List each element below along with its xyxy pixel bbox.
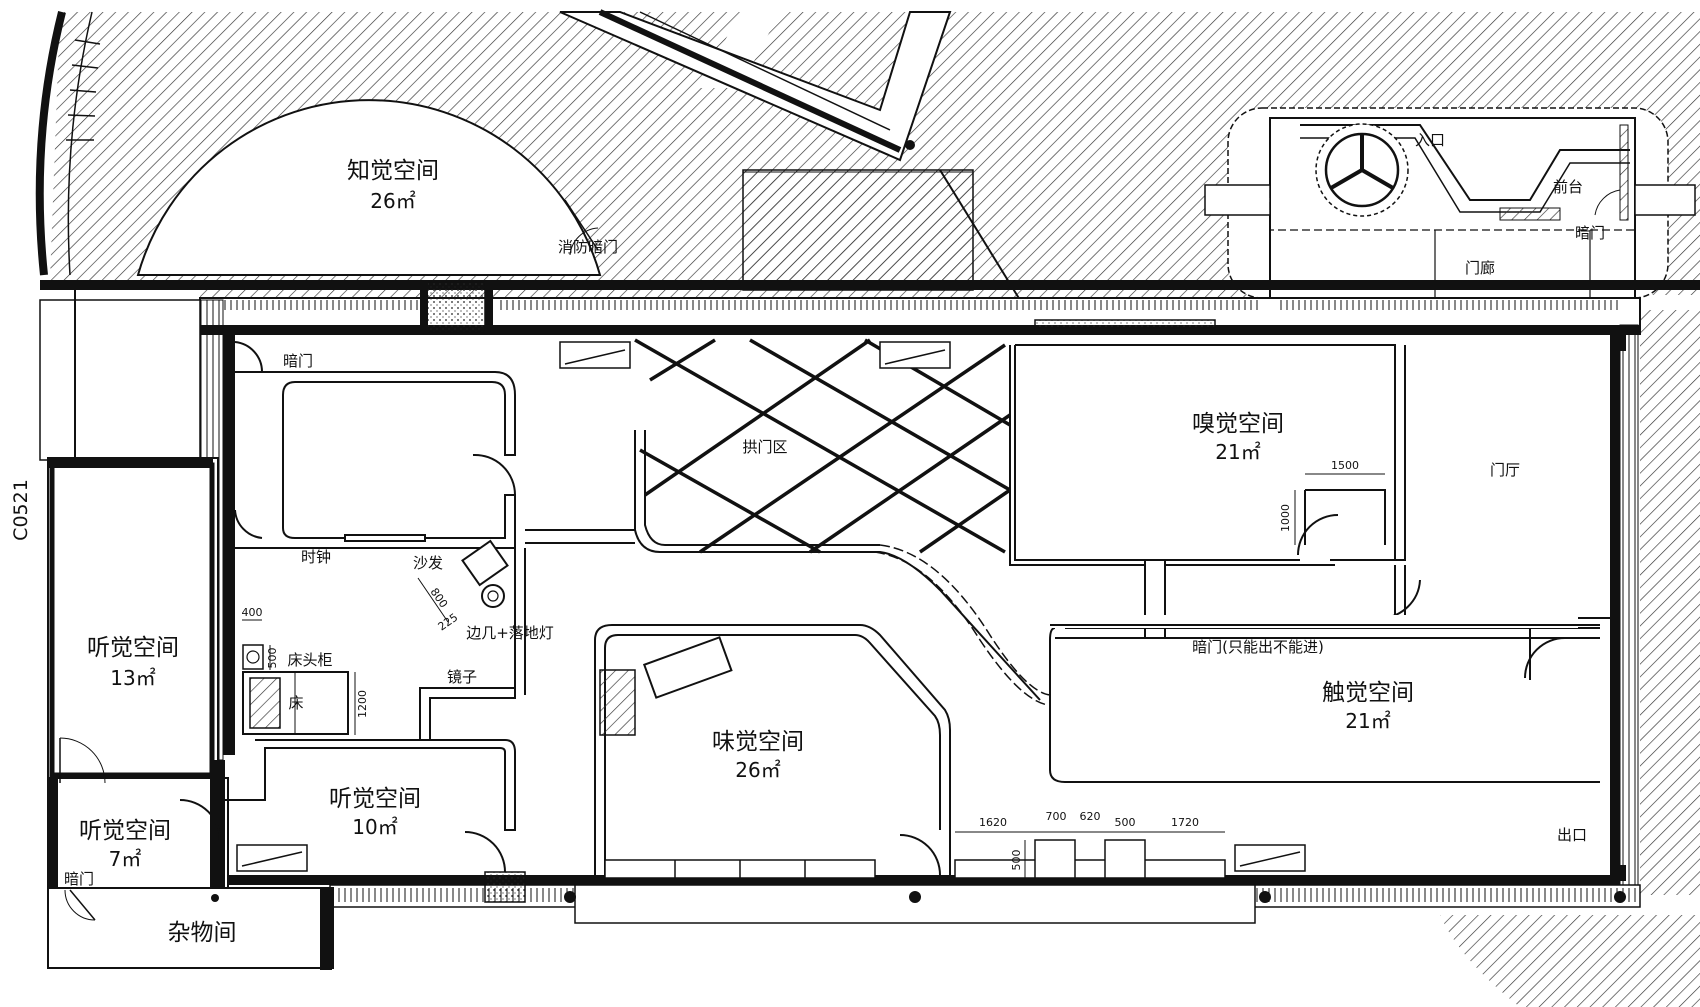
dim-500-vertical: 500 bbox=[1010, 850, 1023, 871]
label-bed: 床 bbox=[288, 694, 303, 712]
room-taste-area: 26㎡ bbox=[735, 758, 780, 782]
room-touch-name: 触觉空间 bbox=[1322, 680, 1414, 706]
dimension-lines bbox=[242, 473, 1385, 878]
room-touch-area: 21㎡ bbox=[1345, 709, 1390, 733]
lounge-chair bbox=[599, 636, 733, 736]
room-hearing-10-name: 听觉空间 bbox=[329, 786, 421, 812]
dim-500-bedside: 500 bbox=[266, 648, 279, 669]
drawing-code: C0521 bbox=[10, 479, 32, 541]
dim-1000: 1000 bbox=[1279, 504, 1292, 532]
interior-walls bbox=[179, 341, 1610, 880]
label-reception: 前台 bbox=[1553, 178, 1583, 196]
revolving-door-icon bbox=[1315, 123, 1409, 217]
room-taste-name: 味觉空间 bbox=[712, 729, 804, 755]
room-perception-name: 知觉空间 bbox=[347, 158, 439, 184]
left-outer-zone bbox=[39, 290, 334, 970]
label-mirror: 镜子 bbox=[447, 668, 477, 686]
label-bedside-cabinet: 床头柜 bbox=[287, 651, 332, 669]
room-hearing-7-name: 听觉空间 bbox=[79, 818, 171, 844]
dim-500-bottom: 500 bbox=[1115, 816, 1136, 829]
left-curved-wall bbox=[35, 11, 66, 276]
room-smell-area: 21㎡ bbox=[1215, 440, 1260, 464]
dim-800: 800 bbox=[428, 586, 451, 611]
label-porch: 门廊 bbox=[1465, 259, 1495, 277]
arch-zone-grid bbox=[634, 338, 1011, 554]
label-exit-only-door: 暗门(只能出不能进) bbox=[1192, 638, 1324, 656]
bed bbox=[242, 671, 349, 735]
label-arch-zone: 拱门区 bbox=[742, 438, 787, 456]
room-hearing-13-area: 13㎡ bbox=[110, 666, 155, 690]
room-smell-name: 嗅觉空间 bbox=[1192, 411, 1284, 437]
dim-620: 620 bbox=[1080, 810, 1101, 823]
label-hidden-door-right: 暗门 bbox=[1575, 224, 1605, 242]
dim-225: 225 bbox=[436, 611, 461, 634]
room-perception-area: 26㎡ bbox=[370, 189, 415, 213]
sofa-icon bbox=[461, 539, 509, 608]
right-column-marks bbox=[564, 335, 1626, 903]
annotation-labels: 消防暗门 入口 前台 暗门 门廊 暗门 拱门区 门厅 时钟 沙发 边几+落地灯 … bbox=[10, 131, 1605, 946]
label-storage: 杂物间 bbox=[168, 920, 237, 946]
wall-fixtures bbox=[236, 319, 1306, 879]
outer-walls bbox=[40, 280, 1700, 924]
curved-wall-ribs bbox=[66, 39, 101, 141]
entrance-block bbox=[1204, 107, 1696, 299]
label-hidden-door-top: 暗门 bbox=[283, 352, 313, 370]
room-hearing-10-area: 10㎡ bbox=[352, 815, 397, 839]
dim-400: 400 bbox=[242, 606, 263, 619]
label-side-table-lamp: 边几+落地灯 bbox=[466, 624, 554, 642]
label-foyer: 门厅 bbox=[1490, 461, 1520, 479]
room-hearing-13-name: 听觉空间 bbox=[87, 635, 179, 661]
room-labels: 知觉空间 26㎡ 听觉空间 13㎡ 听觉空间 7㎡ 听觉空间 10㎡ 味觉空间 … bbox=[79, 158, 1414, 871]
curved-glass-partition bbox=[874, 551, 1049, 706]
label-entrance: 入口 bbox=[1415, 131, 1445, 149]
perception-dome bbox=[136, 99, 602, 276]
dim-1500: 1500 bbox=[1331, 459, 1359, 472]
room-hearing-7-area: 7㎡ bbox=[109, 847, 142, 871]
bedside-cabinet bbox=[242, 644, 264, 670]
label-hidden-door-bottom: 暗门 bbox=[64, 870, 94, 888]
dim-1620: 1620 bbox=[979, 816, 1007, 829]
label-clock: 时钟 bbox=[301, 548, 331, 566]
label-sofa: 沙发 bbox=[413, 554, 443, 572]
dim-700: 700 bbox=[1046, 810, 1067, 823]
label-fire-hidden-door: 消防暗门 bbox=[558, 238, 618, 256]
label-exit: 出口 bbox=[1557, 826, 1587, 844]
dim-1720: 1720 bbox=[1171, 816, 1199, 829]
dim-1200: 1200 bbox=[356, 690, 369, 718]
